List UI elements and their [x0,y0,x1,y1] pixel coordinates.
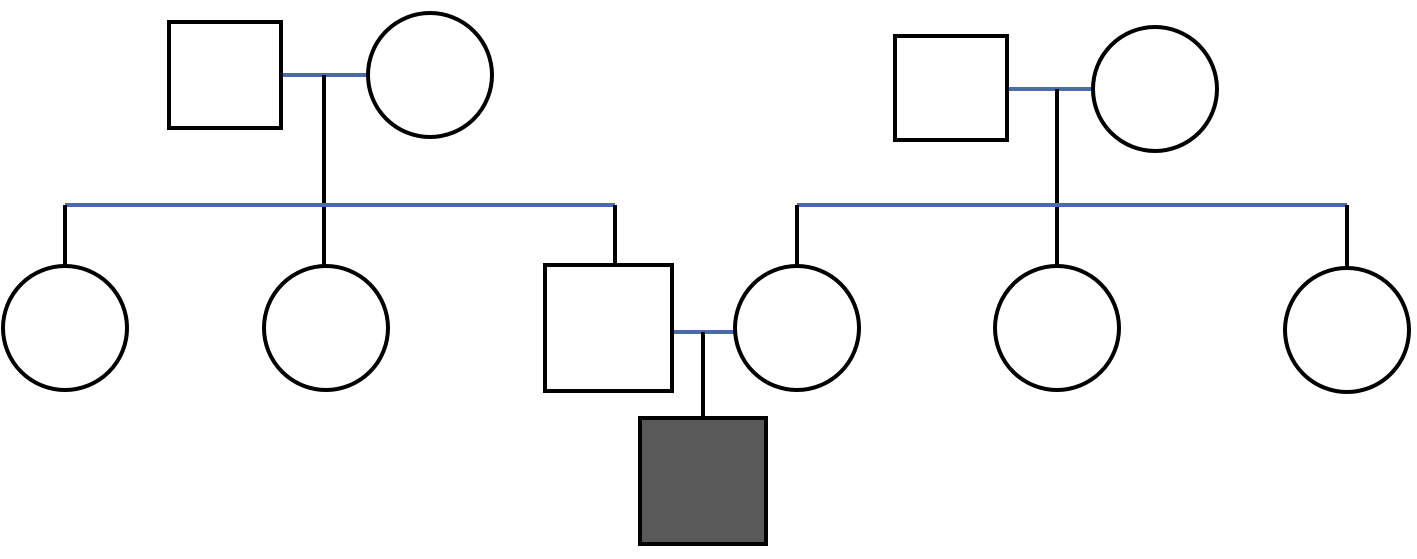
mother-circle [733,264,861,392]
paternal-grandmother-circle [366,11,494,139]
paternal-grandfather-square [167,20,283,130]
paternal-aunt-1-circle [1,264,129,392]
maternal-aunt-2-circle [1283,266,1411,394]
proband-square-affected [638,416,768,546]
father-square [543,263,674,393]
maternal-grandmother-circle [1091,25,1219,153]
paternal-aunt-2-circle [262,264,390,392]
maternal-aunt-1-circle [993,264,1121,392]
maternal-grandfather-square [893,34,1009,142]
